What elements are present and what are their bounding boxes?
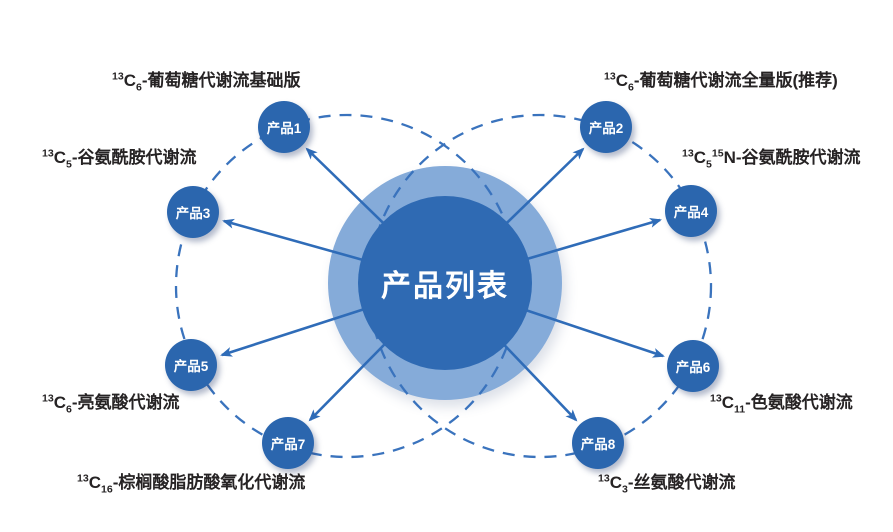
node-product-5: 产品5 [165, 339, 217, 391]
isotope-sup: 15 [711, 147, 724, 160]
label-tryptophan-flux: 13C11-色氨酸代谢流 [710, 392, 853, 416]
node-product-1: 产品1 [258, 101, 310, 153]
isotope-sup: 13 [710, 392, 722, 405]
node-product-2-label: 产品2 [588, 121, 624, 136]
element-symbol: C [88, 473, 101, 492]
label-palmitate-flux: 13C16-棕榈酸脂肪酸氧化代谢流 [77, 472, 306, 496]
element-symbol: N [723, 148, 736, 167]
node-product-2: 产品2 [580, 101, 632, 153]
label-glutamine-n15-flux: 13C515N-谷氨酰胺代谢流 [682, 147, 861, 171]
flux-name-text: -棕榈酸脂肪酸氧化代谢流 [112, 473, 306, 492]
label-leucine-flux: 13C6-亮氨酸代谢流 [42, 392, 180, 416]
flux-name-text: -葡萄糖代谢流全量版(推荐) [633, 71, 838, 90]
atom-count-sub: 16 [101, 483, 113, 496]
label-serine-flux: 13C3-丝氨酸代谢流 [598, 472, 736, 496]
atom-count-sub: 6 [136, 81, 142, 94]
label-glucose-basic-flux: 13C6-葡萄糖代谢流基础版 [112, 70, 301, 94]
center-node-label: 产品列表 [381, 270, 509, 303]
node-product-5-label: 产品5 [173, 359, 209, 374]
node-product-3-label: 产品3 [175, 206, 211, 221]
isotope-sup: 13 [598, 472, 610, 485]
atom-count-sub: 6 [628, 81, 634, 94]
node-product-7: 产品7 [262, 417, 314, 469]
element-symbol: C [615, 71, 628, 90]
atom-count-sub: 5 [706, 158, 712, 171]
node-product-4: 产品4 [665, 185, 717, 237]
element-symbol: C [693, 148, 706, 167]
element-symbol: C [123, 71, 136, 90]
atom-count-sub: 11 [734, 403, 746, 416]
node-product-4-label: 产品4 [673, 205, 709, 220]
flux-name-text: -葡萄糖代谢流基础版 [141, 71, 301, 90]
element-symbol: C [609, 473, 622, 492]
flux-name-text: -谷氨酰胺代谢流 [735, 148, 861, 167]
isotope-sup: 13 [42, 392, 54, 405]
flux-name-text: -丝氨酸代谢流 [627, 473, 736, 492]
flux-name-text: -亮氨酸代谢流 [71, 393, 180, 412]
center-node: 产品列表 [358, 196, 532, 370]
isotope-sup: 13 [112, 70, 124, 83]
node-product-6: 产品6 [667, 340, 719, 392]
element-symbol: C [721, 393, 734, 412]
element-symbol: C [53, 148, 66, 167]
node-product-3: 产品3 [167, 186, 219, 238]
node-product-8-label: 产品8 [580, 437, 616, 452]
isotope-sup: 13 [42, 147, 54, 160]
element-symbol: C [53, 393, 66, 412]
atom-count-sub: 5 [66, 158, 72, 171]
node-product-7-label: 产品7 [270, 437, 306, 452]
node-product-6-label: 产品6 [675, 360, 711, 375]
atom-count-sub: 3 [622, 483, 628, 496]
label-glucose-full-flux: 13C6-葡萄糖代谢流全量版(推荐) [604, 70, 838, 94]
label-glutamine-flux: 13C5-谷氨酰胺代谢流 [42, 147, 197, 171]
isotope-sup: 13 [682, 147, 694, 160]
flux-name-text: -谷氨酰胺代谢流 [71, 148, 197, 167]
isotope-sup: 13 [77, 472, 89, 485]
atom-count-sub: 6 [66, 403, 72, 416]
node-product-1-label: 产品1 [266, 121, 302, 136]
isotope-sup: 13 [604, 70, 616, 83]
flux-name-text: -色氨酸代谢流 [745, 393, 853, 412]
node-product-8: 产品8 [572, 417, 624, 469]
